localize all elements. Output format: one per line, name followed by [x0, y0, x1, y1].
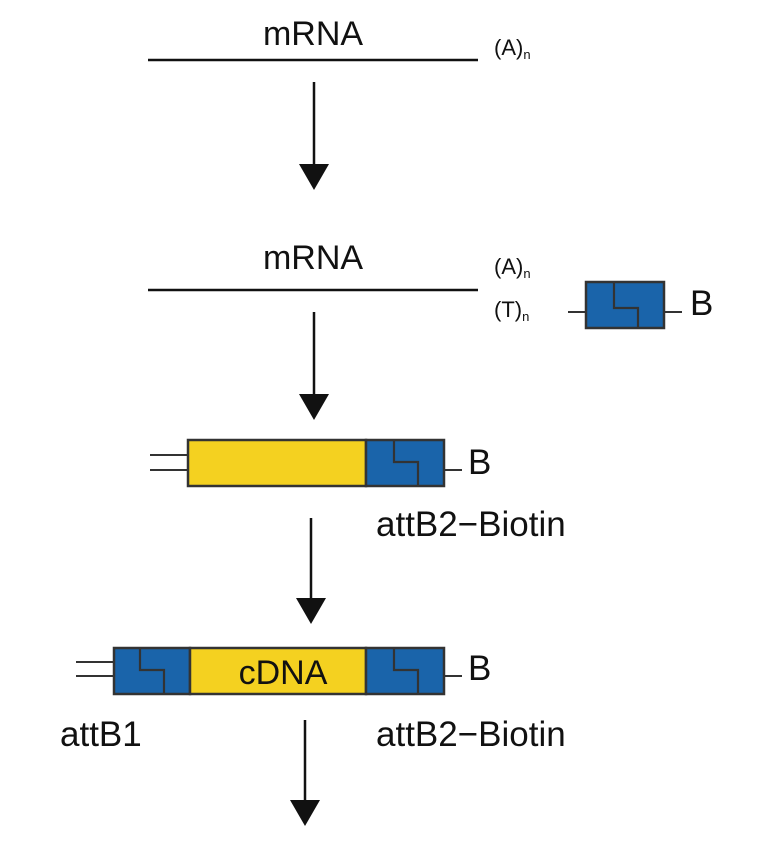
poly-a-label: (A)n — [494, 254, 531, 281]
cdna-segment — [188, 646, 368, 696]
arrow-down-icon — [299, 312, 329, 420]
biotin-mark: B — [468, 443, 491, 482]
attb-site-notch — [392, 648, 420, 694]
poly-a-subscript: n — [523, 47, 530, 62]
step-4-attb-flanked-cdna: cDNA B attB1 attB2−Biotin — [60, 646, 566, 754]
attb2-adapter-box — [584, 280, 666, 330]
biotin-mark: B — [468, 649, 491, 688]
poly-a-subscript: n — [523, 266, 530, 281]
poly-a-label: (A)n — [494, 35, 531, 62]
arrow-down-icon — [290, 720, 320, 826]
mrna-label: mRNA — [263, 239, 363, 277]
step-1-mrna: mRNA (A)n — [148, 15, 531, 62]
biotin-mark: B — [690, 284, 713, 323]
attb2-biotin-label: attB2−Biotin — [376, 715, 566, 754]
attb-site-notch — [138, 648, 166, 694]
step-2-primer-annealing: mRNA (A)n (T)n B — [148, 239, 713, 330]
step-3-first-strand: B attB2−Biotin — [150, 438, 566, 544]
attb-site-notch — [392, 440, 420, 486]
arrow-down-icon — [296, 518, 326, 624]
attb-site-notch — [612, 282, 640, 328]
poly-a-text: (A) — [494, 254, 523, 279]
poly-a-text: (A) — [494, 35, 523, 60]
poly-t-subscript: n — [522, 309, 529, 324]
arrow-down-icon — [299, 82, 329, 190]
cdna-label: cDNA — [239, 654, 328, 692]
cdna-segment — [186, 438, 368, 488]
poly-t-label: (T)n — [494, 297, 529, 324]
attb1-label: attB1 — [60, 715, 142, 754]
mrna-label: mRNA — [263, 15, 363, 53]
poly-t-text: (T) — [494, 297, 522, 322]
attb2-biotin-label: attB2−Biotin — [376, 505, 566, 544]
attb2-adapter-box — [364, 438, 446, 488]
